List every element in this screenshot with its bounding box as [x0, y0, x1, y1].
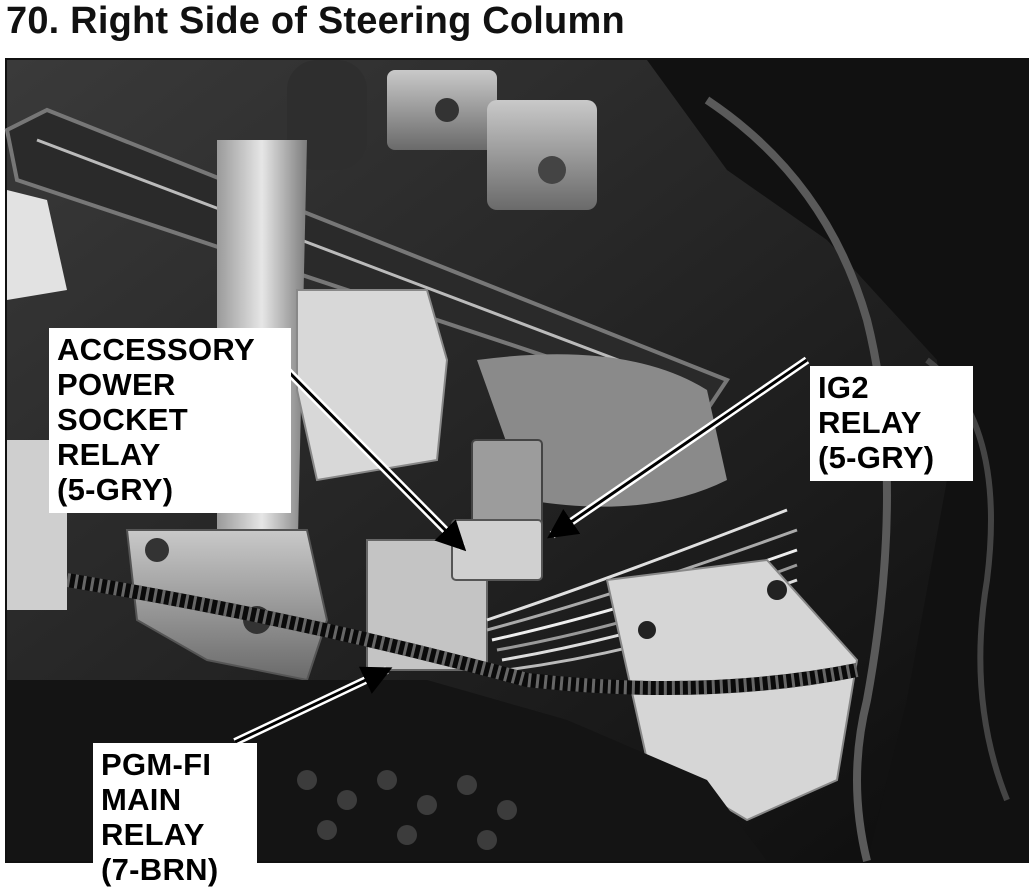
steering-column-photo: ACCESSORY POWER SOCKET RELAY (5-GRY) IG2…: [4, 58, 1029, 893]
accessory-power-socket-relay-label: ACCESSORY POWER SOCKET RELAY (5-GRY): [49, 328, 291, 513]
page-title: 70. Right Side of Steering Column: [6, 0, 625, 42]
pgm-fi-main-relay-label: PGM-FI MAIN RELAY (7-BRN): [93, 743, 257, 893]
ig2-relay-label: IG2 RELAY (5-GRY): [810, 366, 973, 481]
